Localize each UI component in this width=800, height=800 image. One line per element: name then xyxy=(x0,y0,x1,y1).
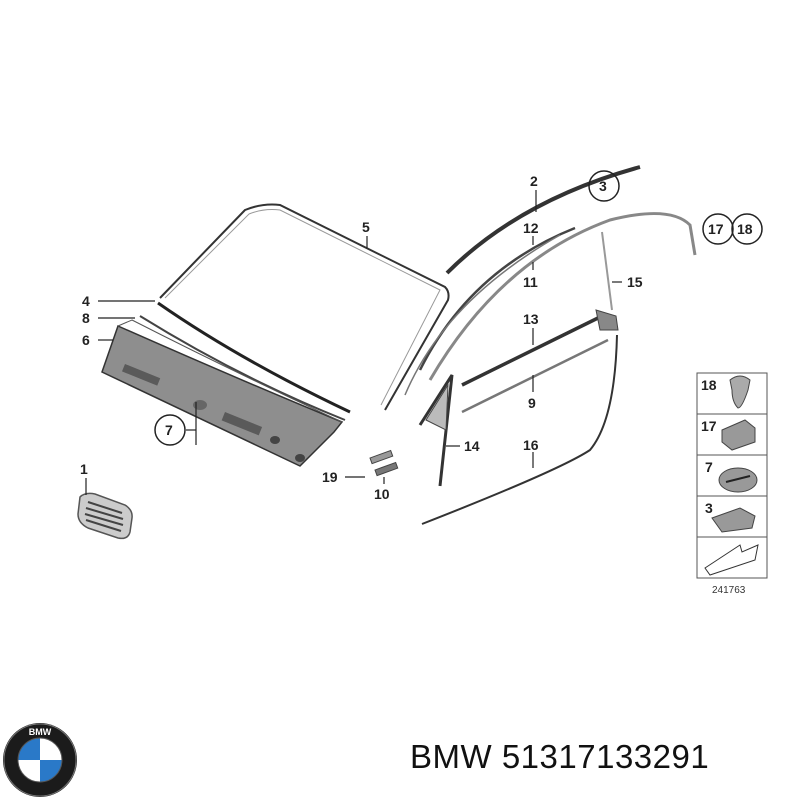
bmw-logo: BMW xyxy=(3,723,77,797)
callout-5: 5 xyxy=(362,219,370,235)
callout-16: 16 xyxy=(523,437,539,453)
logo-lettering: BMW xyxy=(29,727,52,737)
legend-item-18: 18 xyxy=(701,377,717,393)
diagram-number: 241763 xyxy=(712,585,746,596)
callout-8: 8 xyxy=(82,310,90,326)
belt-moulding xyxy=(461,316,599,387)
arrow-icon xyxy=(704,544,759,576)
cowl-panel xyxy=(101,319,344,467)
callout-18: 18 xyxy=(737,221,753,237)
roof-moulding xyxy=(445,165,641,275)
callout-17: 17 xyxy=(708,221,724,237)
callout-15: 15 xyxy=(627,274,643,290)
door-seal xyxy=(461,338,609,414)
roof-trim-inner xyxy=(418,226,576,371)
callout-18-circle xyxy=(731,213,763,245)
mirror-triangle xyxy=(418,374,454,487)
pillar-trim xyxy=(404,234,561,396)
callout-2: 2 xyxy=(530,173,538,189)
cowl-seal xyxy=(139,315,346,421)
callout-4: 4 xyxy=(82,293,90,309)
windshield xyxy=(159,203,450,411)
callout-1: 1 xyxy=(80,461,88,477)
callout-11: 11 xyxy=(523,274,538,290)
door-frame xyxy=(428,212,697,381)
clip-part xyxy=(369,449,399,477)
callout-12: 12 xyxy=(523,220,539,236)
callout-3: 3 xyxy=(599,178,607,194)
legend-panel: 18 17 7 3 241763 xyxy=(696,372,768,596)
callout-7-circle xyxy=(154,414,186,446)
leader-lines xyxy=(85,190,622,495)
b-pillar xyxy=(601,231,613,311)
door-outline xyxy=(421,334,618,525)
callout-13: 13 xyxy=(523,311,539,327)
brand-name: BMW xyxy=(410,738,493,775)
callout-19: 19 xyxy=(322,469,338,485)
belt-end-cap xyxy=(595,309,619,331)
callout-9: 9 xyxy=(528,395,536,411)
legend-item-7: 7 xyxy=(705,459,713,475)
callout-3-circle xyxy=(588,170,620,202)
part-caption: BMW 51317133291 xyxy=(410,738,709,776)
kidney-grille xyxy=(77,492,133,540)
legend-item-3: 3 xyxy=(705,500,713,516)
callout-7: 7 xyxy=(165,422,173,438)
legend-item-17: 17 xyxy=(701,418,717,434)
callout-10: 10 xyxy=(374,486,390,502)
callout-14: 14 xyxy=(464,438,480,454)
callout-17-circle xyxy=(702,213,734,245)
windshield-seal xyxy=(157,301,351,414)
callout-6: 6 xyxy=(82,332,90,348)
part-number: 51317133291 xyxy=(501,738,710,775)
